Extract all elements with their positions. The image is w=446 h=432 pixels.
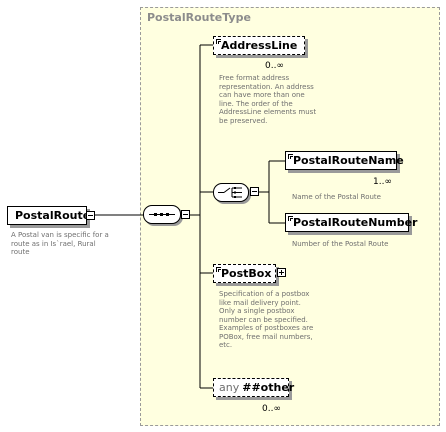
postal-route-collapse-icon[interactable]	[86, 211, 95, 220]
element-grip-icon	[288, 154, 293, 159]
address-line-element[interactable]: AddressLine	[213, 36, 305, 55]
postal-route-number-label: PostalRouteNumber	[293, 216, 418, 229]
postal-route-description: A Postal van is specific for a route as …	[11, 231, 109, 256]
postal-route-name-cardinality: 1..∞	[373, 177, 392, 187]
sequence-collapse-icon[interactable]	[181, 210, 190, 219]
postal-route-name-description: Name of the Postal Route	[292, 193, 381, 201]
post-box-element[interactable]: PostBox	[213, 264, 276, 283]
choice-icon	[218, 187, 242, 198]
wildcard-label: any##other	[219, 381, 294, 395]
address-line-cardinality: 0..∞	[265, 61, 284, 71]
postal-route-name-label: PostalRouteName	[293, 154, 404, 167]
post-box-description: Specification of a postbox like mail del…	[219, 290, 314, 349]
choice-compositor[interactable]	[213, 183, 249, 202]
wildcard-namespace: ##other	[242, 381, 295, 394]
address-line-description: Free format address representation. An a…	[219, 74, 317, 125]
postal-route-number-element[interactable]: PostalRouteNumber	[285, 213, 417, 232]
postal-route-element[interactable]: PostalRoute	[7, 206, 91, 225]
element-grip-icon	[216, 39, 221, 44]
post-box-label: PostBox	[221, 267, 272, 280]
address-line-label: AddressLine	[221, 39, 298, 52]
choice-collapse-icon[interactable]	[250, 187, 259, 196]
sequence-icon	[149, 213, 175, 216]
postal-route-number-description: Number of the Postal Route	[292, 240, 389, 248]
element-grip-icon	[288, 216, 293, 221]
postal-route-name-element[interactable]: PostalRouteName	[285, 151, 404, 170]
any-other-wildcard[interactable]: any##other	[213, 378, 294, 397]
sequence-compositor[interactable]	[143, 205, 181, 224]
any-other-cardinality: 0..∞	[262, 404, 281, 414]
type-title: PostalRouteType	[147, 11, 251, 24]
post-box-expand-icon[interactable]	[277, 268, 286, 277]
element-grip-icon	[216, 267, 221, 272]
postal-route-label: PostalRoute	[15, 209, 91, 222]
wildcard-any-prefix: any	[219, 381, 240, 394]
